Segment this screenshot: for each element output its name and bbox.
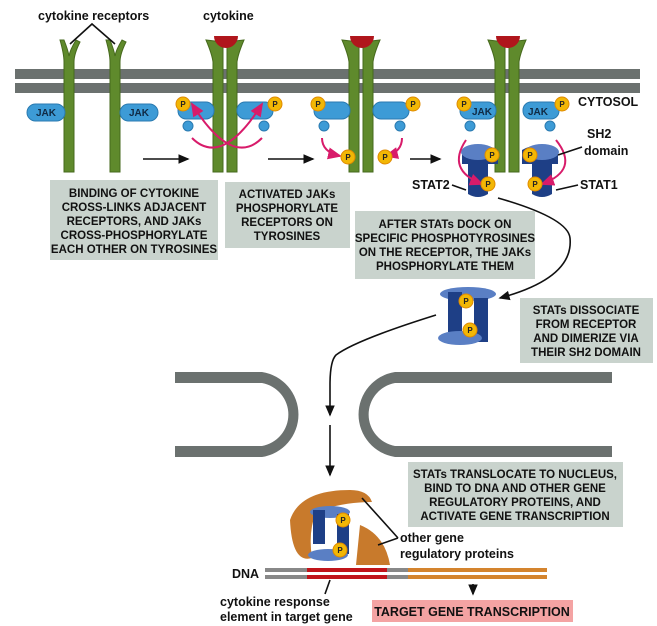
phosphate-label: P — [337, 546, 343, 555]
phosphate-label: P — [463, 297, 469, 306]
phosphate-circle — [267, 96, 283, 112]
step-arrows — [143, 154, 571, 596]
svg-text:STATs TRANSLOCATE TO NUCLEUS,B: STATs TRANSLOCATE TO NUCLEUS,BIND TO DNA… — [413, 469, 617, 523]
phosphate-circle — [462, 322, 478, 338]
cytokine-receptors — [59, 39, 527, 173]
phosphate-circle — [458, 293, 474, 309]
label-regulatory-proteins: regulatory proteins — [400, 547, 514, 561]
phosphate-circle — [554, 96, 570, 112]
target-gene-transcription-label: TARGET GENE TRANSCRIPTION — [374, 605, 570, 619]
phosphorylation-arrows — [190, 102, 567, 186]
sh2-pointer — [557, 146, 583, 156]
phosphate-circle — [527, 176, 543, 192]
phosphate-label: P — [532, 180, 538, 189]
receptor-pointer-lines — [69, 22, 116, 45]
phosphate-label: P — [382, 153, 388, 162]
phosphate-label: P — [559, 100, 565, 109]
phosphate-label: P — [527, 151, 533, 160]
jak-step1-left: JAK — [26, 103, 66, 122]
label-stat2: STAT2 — [412, 178, 450, 192]
phosphate-circle — [332, 542, 348, 558]
label-cytokine: cytokine — [203, 9, 254, 23]
regulatory-protein-pointers — [361, 497, 399, 546]
phosphate-circle — [522, 147, 538, 163]
jak-label: JAK — [129, 108, 150, 119]
cytokine-ligands — [214, 36, 520, 48]
label-domain: domain — [584, 144, 628, 158]
stat2-pointer — [451, 184, 467, 191]
phosphate-label: P — [315, 100, 321, 109]
nuclear-envelope — [175, 372, 612, 457]
phosphate-label: P — [272, 100, 278, 109]
phosphate-label: P — [340, 516, 346, 525]
jak-label: JAK — [36, 108, 57, 119]
jak-step1-right: JAK — [119, 103, 159, 122]
phosphate-circle — [456, 96, 472, 112]
phosphate-label: P — [461, 100, 467, 109]
jak-label: JAK — [528, 107, 549, 118]
phosphate-circle — [484, 147, 500, 163]
label-dna: DNA — [232, 567, 259, 581]
phosphate-label: P — [489, 151, 495, 160]
phosphate-label: P — [467, 326, 473, 335]
phosphate-circle — [335, 512, 351, 528]
phosphate-groups: P P P P P P P P P P P P P P P P — [175, 96, 570, 558]
phosphate-label: P — [180, 100, 186, 109]
phosphate-circle — [340, 149, 356, 165]
phosphate-circle — [310, 96, 326, 112]
phosphate-label: P — [345, 153, 351, 162]
label-cytokine-receptors: cytokine receptors — [38, 9, 149, 23]
response-element-pointer — [324, 579, 331, 595]
phosphate-label: P — [485, 180, 491, 189]
label-cytokine-response: cytokine response — [220, 595, 330, 609]
phosphate-label: P — [410, 100, 416, 109]
label-element-target-gene: element in target gene — [220, 610, 353, 624]
label-other-gene: other gene — [400, 531, 464, 545]
phosphate-circle — [175, 96, 191, 112]
label-cytosol: CYTOSOL — [578, 95, 639, 109]
phosphate-circle — [377, 149, 393, 165]
label-sh2: SH2 — [587, 127, 611, 141]
label-stat1: STAT1 — [580, 178, 618, 192]
step5-caption: STATs TRANSLOCATE TO NUCLEUS,BIND TO DNA… — [408, 462, 623, 527]
phosphate-circle — [405, 96, 421, 112]
plasma-membrane — [15, 69, 640, 93]
phosphate-circle — [480, 176, 496, 192]
stat1-pointer — [555, 184, 579, 191]
dna-strand — [265, 568, 547, 579]
jak-label: JAK — [472, 107, 493, 118]
target-gene-transcription-badge: TARGET GENE TRANSCRIPTION — [372, 600, 573, 622]
